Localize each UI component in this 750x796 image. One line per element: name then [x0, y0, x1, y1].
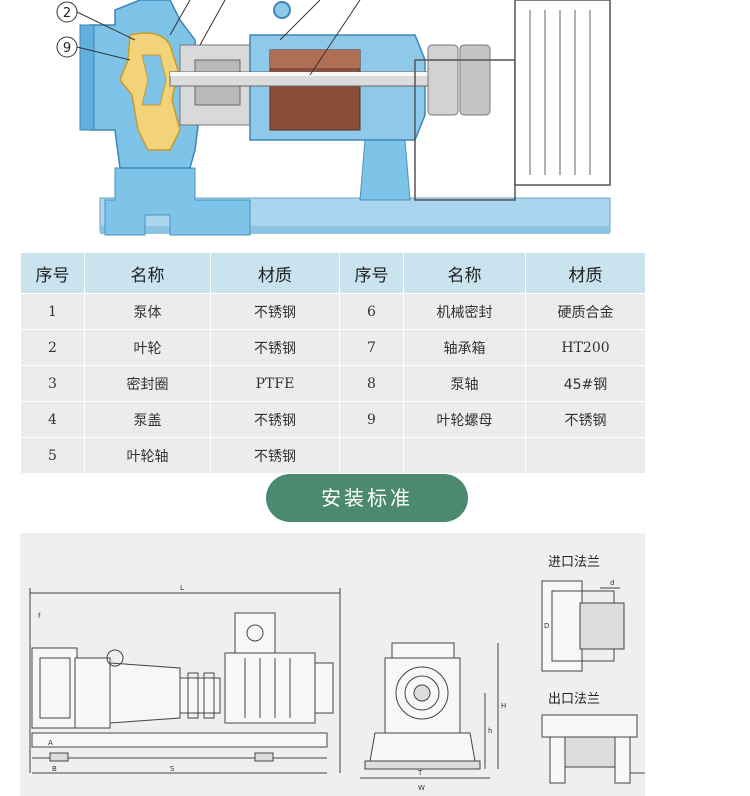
- outlet-flange-label: 出口法兰: [548, 692, 600, 707]
- cell-material: HT200: [525, 329, 646, 366]
- table-header-row: 序号 名称 材质 序号 名称 材质: [20, 252, 646, 294]
- table-row: 2 叶轮 不锈钢 7 轴承箱 HT200: [20, 329, 646, 366]
- dim-S: S: [170, 765, 175, 773]
- cell-index: 6: [339, 293, 404, 330]
- coupling-right: [459, 44, 491, 116]
- cell-material: 不锈钢: [210, 401, 340, 438]
- cell-name: 叶轮: [84, 329, 211, 366]
- outlet-flange-detail: [541, 714, 645, 784]
- bracket-support: [359, 139, 411, 201]
- bearing-cavity-shade: [270, 50, 360, 68]
- installation-drawing: L f A B S T W H h 进口法兰 D d 出口法兰: [20, 533, 645, 796]
- cell-index: 5: [20, 437, 85, 474]
- cell-index: 2: [20, 329, 85, 366]
- cell-name: 机械密封: [403, 293, 526, 330]
- cell-material: 不锈钢: [210, 293, 340, 330]
- cell-index: 9: [339, 401, 404, 438]
- cell-name: 泵轴: [403, 365, 526, 402]
- header-name-2: 名称: [403, 252, 526, 294]
- pump-foot: [104, 167, 251, 236]
- header-material-2: 材质: [525, 252, 646, 294]
- dim-W: W: [418, 784, 425, 792]
- cell-material: PTFE: [210, 365, 340, 402]
- cell-name: [403, 437, 526, 474]
- callout-9-text: 9: [63, 41, 71, 56]
- cell-index: 8: [339, 365, 404, 402]
- header-name: 名称: [84, 252, 211, 294]
- base-rail-edge: [100, 226, 610, 234]
- pump-cutaway-diagram: 2 9: [20, 0, 645, 243]
- header-index: 序号: [20, 252, 85, 294]
- cell-index: 4: [20, 401, 85, 438]
- cell-name: 泵体: [84, 293, 211, 330]
- cell-index: [339, 437, 404, 474]
- dim-d: d: [610, 579, 614, 587]
- cell-name: 叶轮轴: [84, 437, 211, 474]
- cell-name: 密封圈: [84, 365, 211, 402]
- shaft-highlight: [170, 72, 440, 76]
- cell-index: 3: [20, 365, 85, 402]
- parts-materials-table: 序号 名称 材质 序号 名称 材质 1 泵体 不锈钢 6 机械密封 硬质合金 2…: [20, 252, 646, 474]
- table-row: 5 叶轮轴 不锈钢: [20, 437, 646, 474]
- side-view: [29, 588, 341, 774]
- table-row: 1 泵体 不锈钢 6 机械密封 硬质合金: [20, 293, 646, 330]
- dim-A: A: [48, 739, 53, 747]
- dim-L: L: [180, 584, 184, 592]
- callout-2-text: 2: [63, 6, 71, 21]
- header-material: 材质: [210, 252, 340, 294]
- table-row: 3 密封圈 PTFE 8 泵轴 45#钢: [20, 365, 646, 402]
- dim-f: f: [38, 612, 41, 620]
- callout-leaders: [76, 0, 361, 76]
- section-title-install-standard: 安装标准: [266, 474, 468, 522]
- motor-fins: [529, 10, 591, 175]
- coupling-left: [427, 44, 459, 116]
- inlet-flange-label: 进口法兰: [548, 555, 600, 570]
- cell-material: 不锈钢: [210, 437, 340, 474]
- dim-D: D: [544, 622, 549, 630]
- dim-B: B: [52, 765, 57, 773]
- cell-name: 叶轮螺母: [403, 401, 526, 438]
- cell-name: 轴承箱: [403, 329, 526, 366]
- front-view: [360, 642, 499, 779]
- motor-body: [514, 0, 611, 186]
- cell-material: 不锈钢: [210, 329, 340, 366]
- cell-material: 硬质合金: [525, 293, 646, 330]
- dim-H: H: [501, 702, 506, 710]
- dim-T: T: [417, 769, 423, 777]
- inlet-flange-detail: [541, 580, 625, 672]
- dim-h: h: [488, 727, 492, 735]
- cell-index: 7: [339, 329, 404, 366]
- cell-material: 不锈钢: [525, 401, 646, 438]
- inlet-flange: [79, 24, 95, 131]
- callout-9: 9: [56, 36, 78, 58]
- header-index-2: 序号: [339, 252, 404, 294]
- impeller: [141, 54, 167, 106]
- cell-material: [525, 437, 646, 474]
- cell-name: 泵盖: [84, 401, 211, 438]
- table-row: 4 泵盖 不锈钢 9 叶轮螺母 不锈钢: [20, 401, 646, 438]
- callout-2: 2: [56, 1, 78, 23]
- cell-index: 1: [20, 293, 85, 330]
- lifting-ring: [273, 1, 291, 19]
- cell-material: 45#钢: [525, 365, 646, 402]
